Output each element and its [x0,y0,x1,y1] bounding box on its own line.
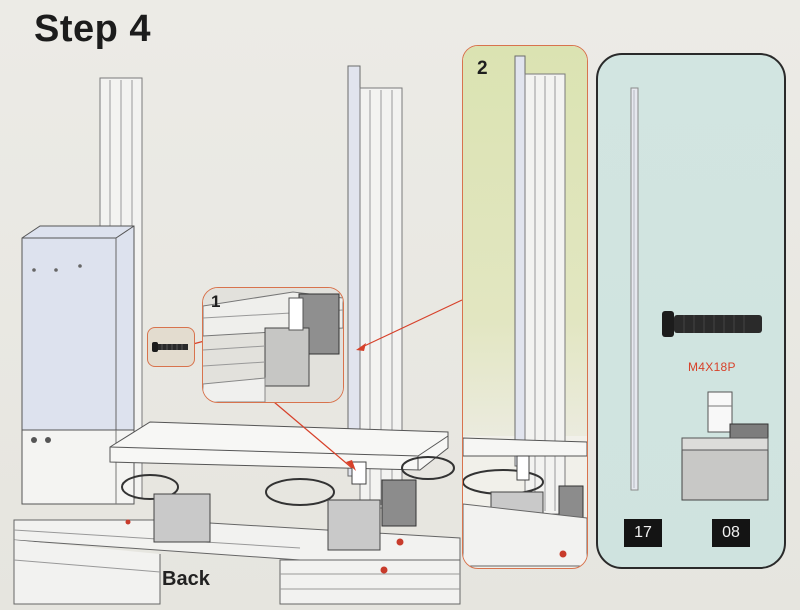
detail-callout-1: 1 [202,287,344,403]
motor-part-number: 08 [712,519,750,547]
detail-callout-2: 2 [462,45,588,569]
screw-part-code: M4X18P [688,360,736,374]
screw-icon [152,342,188,352]
heat-bed [109,421,449,471]
detail-1-number: 1 [211,292,221,311]
rod-part-number: 17 [624,519,662,547]
power-supply-box [21,225,135,505]
detail-1-illustration [203,288,343,402]
red-markers [125,519,404,574]
stepper-motors [153,461,417,551]
detail-2-number: 2 [477,58,488,79]
base-frame [13,519,461,605]
back-label: Back [162,568,210,590]
detail-2-illustration [463,55,587,567]
belt-pulleys [121,456,455,506]
parts-list-panel [596,53,786,569]
step-title: Step 4 [34,8,152,50]
screw-callout [147,327,195,367]
